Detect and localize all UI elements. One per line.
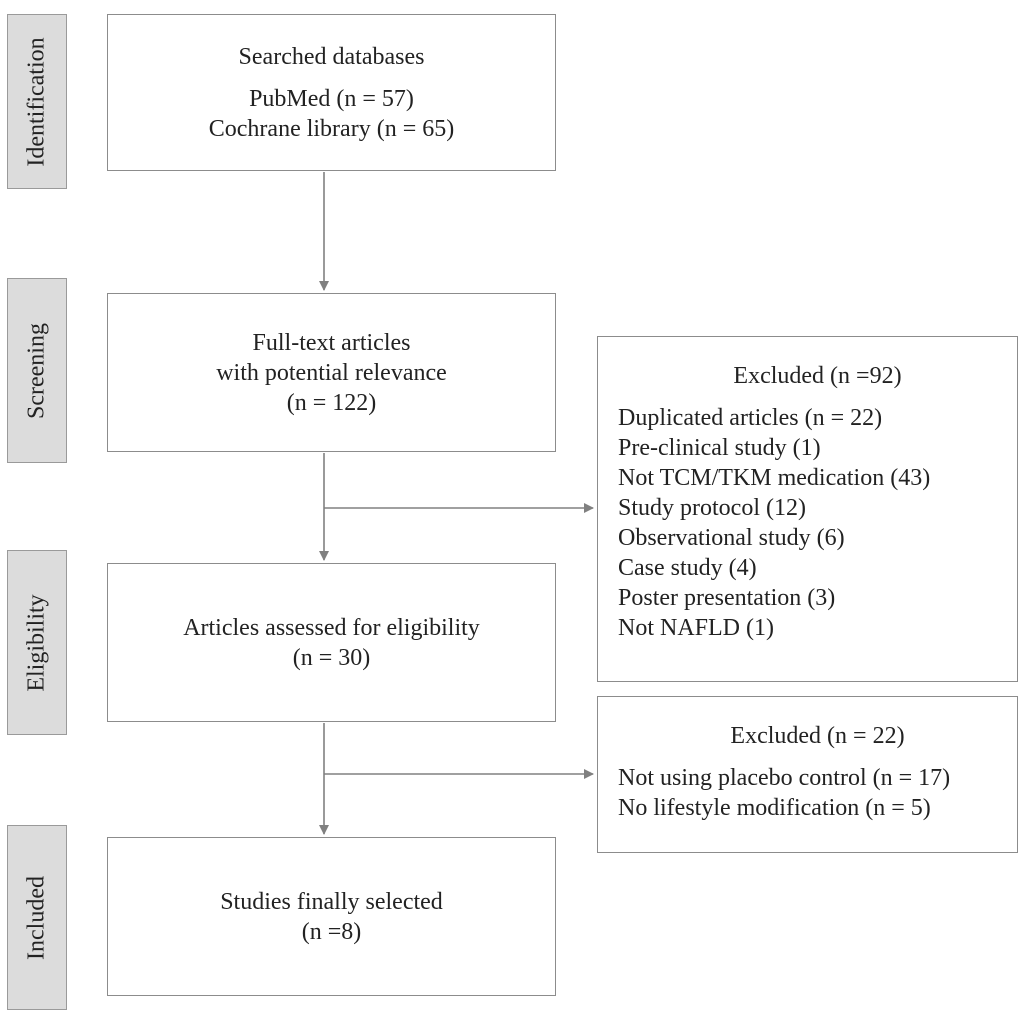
excluded-1-item: Poster presentation (3) — [618, 585, 836, 611]
excluded-box-1: Excluded (n =92) Duplicated articles (n … — [597, 336, 1018, 682]
phase-included: Included — [7, 825, 67, 1010]
excluded-1-item: Case study (4) — [618, 555, 757, 581]
excluded-1-item: Duplicated articles (n = 22) — [618, 405, 883, 431]
fulltext-count: (n = 122) — [286, 389, 377, 416]
phase-screening: Screening — [7, 278, 67, 463]
excluded-box-2: Excluded (n = 22) Not using placebo cont… — [597, 696, 1018, 853]
excluded-1-item: Not TCM/TKM medication (43) — [618, 465, 931, 491]
phase-eligibility: Eligibility — [7, 550, 67, 735]
search-title: Searched databases — [238, 43, 425, 70]
excluded-1-item: Observational study (6) — [618, 525, 845, 551]
search-line-cochrane: Cochrane library (n = 65) — [208, 115, 455, 142]
full-text-articles-box: Full-text articles with potential releva… — [107, 293, 556, 452]
fulltext-line-1: Full-text articles — [252, 329, 411, 356]
excluded-2-title: Excluded (n = 22) — [730, 723, 905, 749]
excluded-1-item: Study protocol (12) — [618, 495, 806, 521]
studies-selected-box: Studies finally selected (n =8) — [107, 837, 556, 996]
excluded-2-item: No lifestyle modification (n = 5) — [618, 795, 931, 821]
final-line-1: Studies finally selected — [220, 888, 443, 915]
eligibility-line-1: Articles assessed for eligibility — [183, 614, 480, 641]
eligibility-count: (n = 30) — [292, 644, 371, 671]
searched-databases-box: Searched databases PubMed (n = 57) Cochr… — [107, 14, 556, 171]
excluded-2-item: Not using placebo control (n = 17) — [618, 765, 951, 791]
excluded-1-title: Excluded (n =92) — [733, 363, 902, 389]
fulltext-line-2: with potential relevance — [216, 359, 447, 386]
final-count: (n =8) — [301, 918, 362, 945]
eligibility-assessment-box: Articles assessed for eligibility (n = 3… — [107, 563, 556, 722]
excluded-1-item: Not NAFLD (1) — [618, 615, 774, 641]
search-line-pubmed: PubMed (n = 57) — [249, 85, 414, 112]
excluded-1-item: Pre-clinical study (1) — [618, 435, 821, 461]
phase-identification: Identification — [7, 14, 67, 189]
